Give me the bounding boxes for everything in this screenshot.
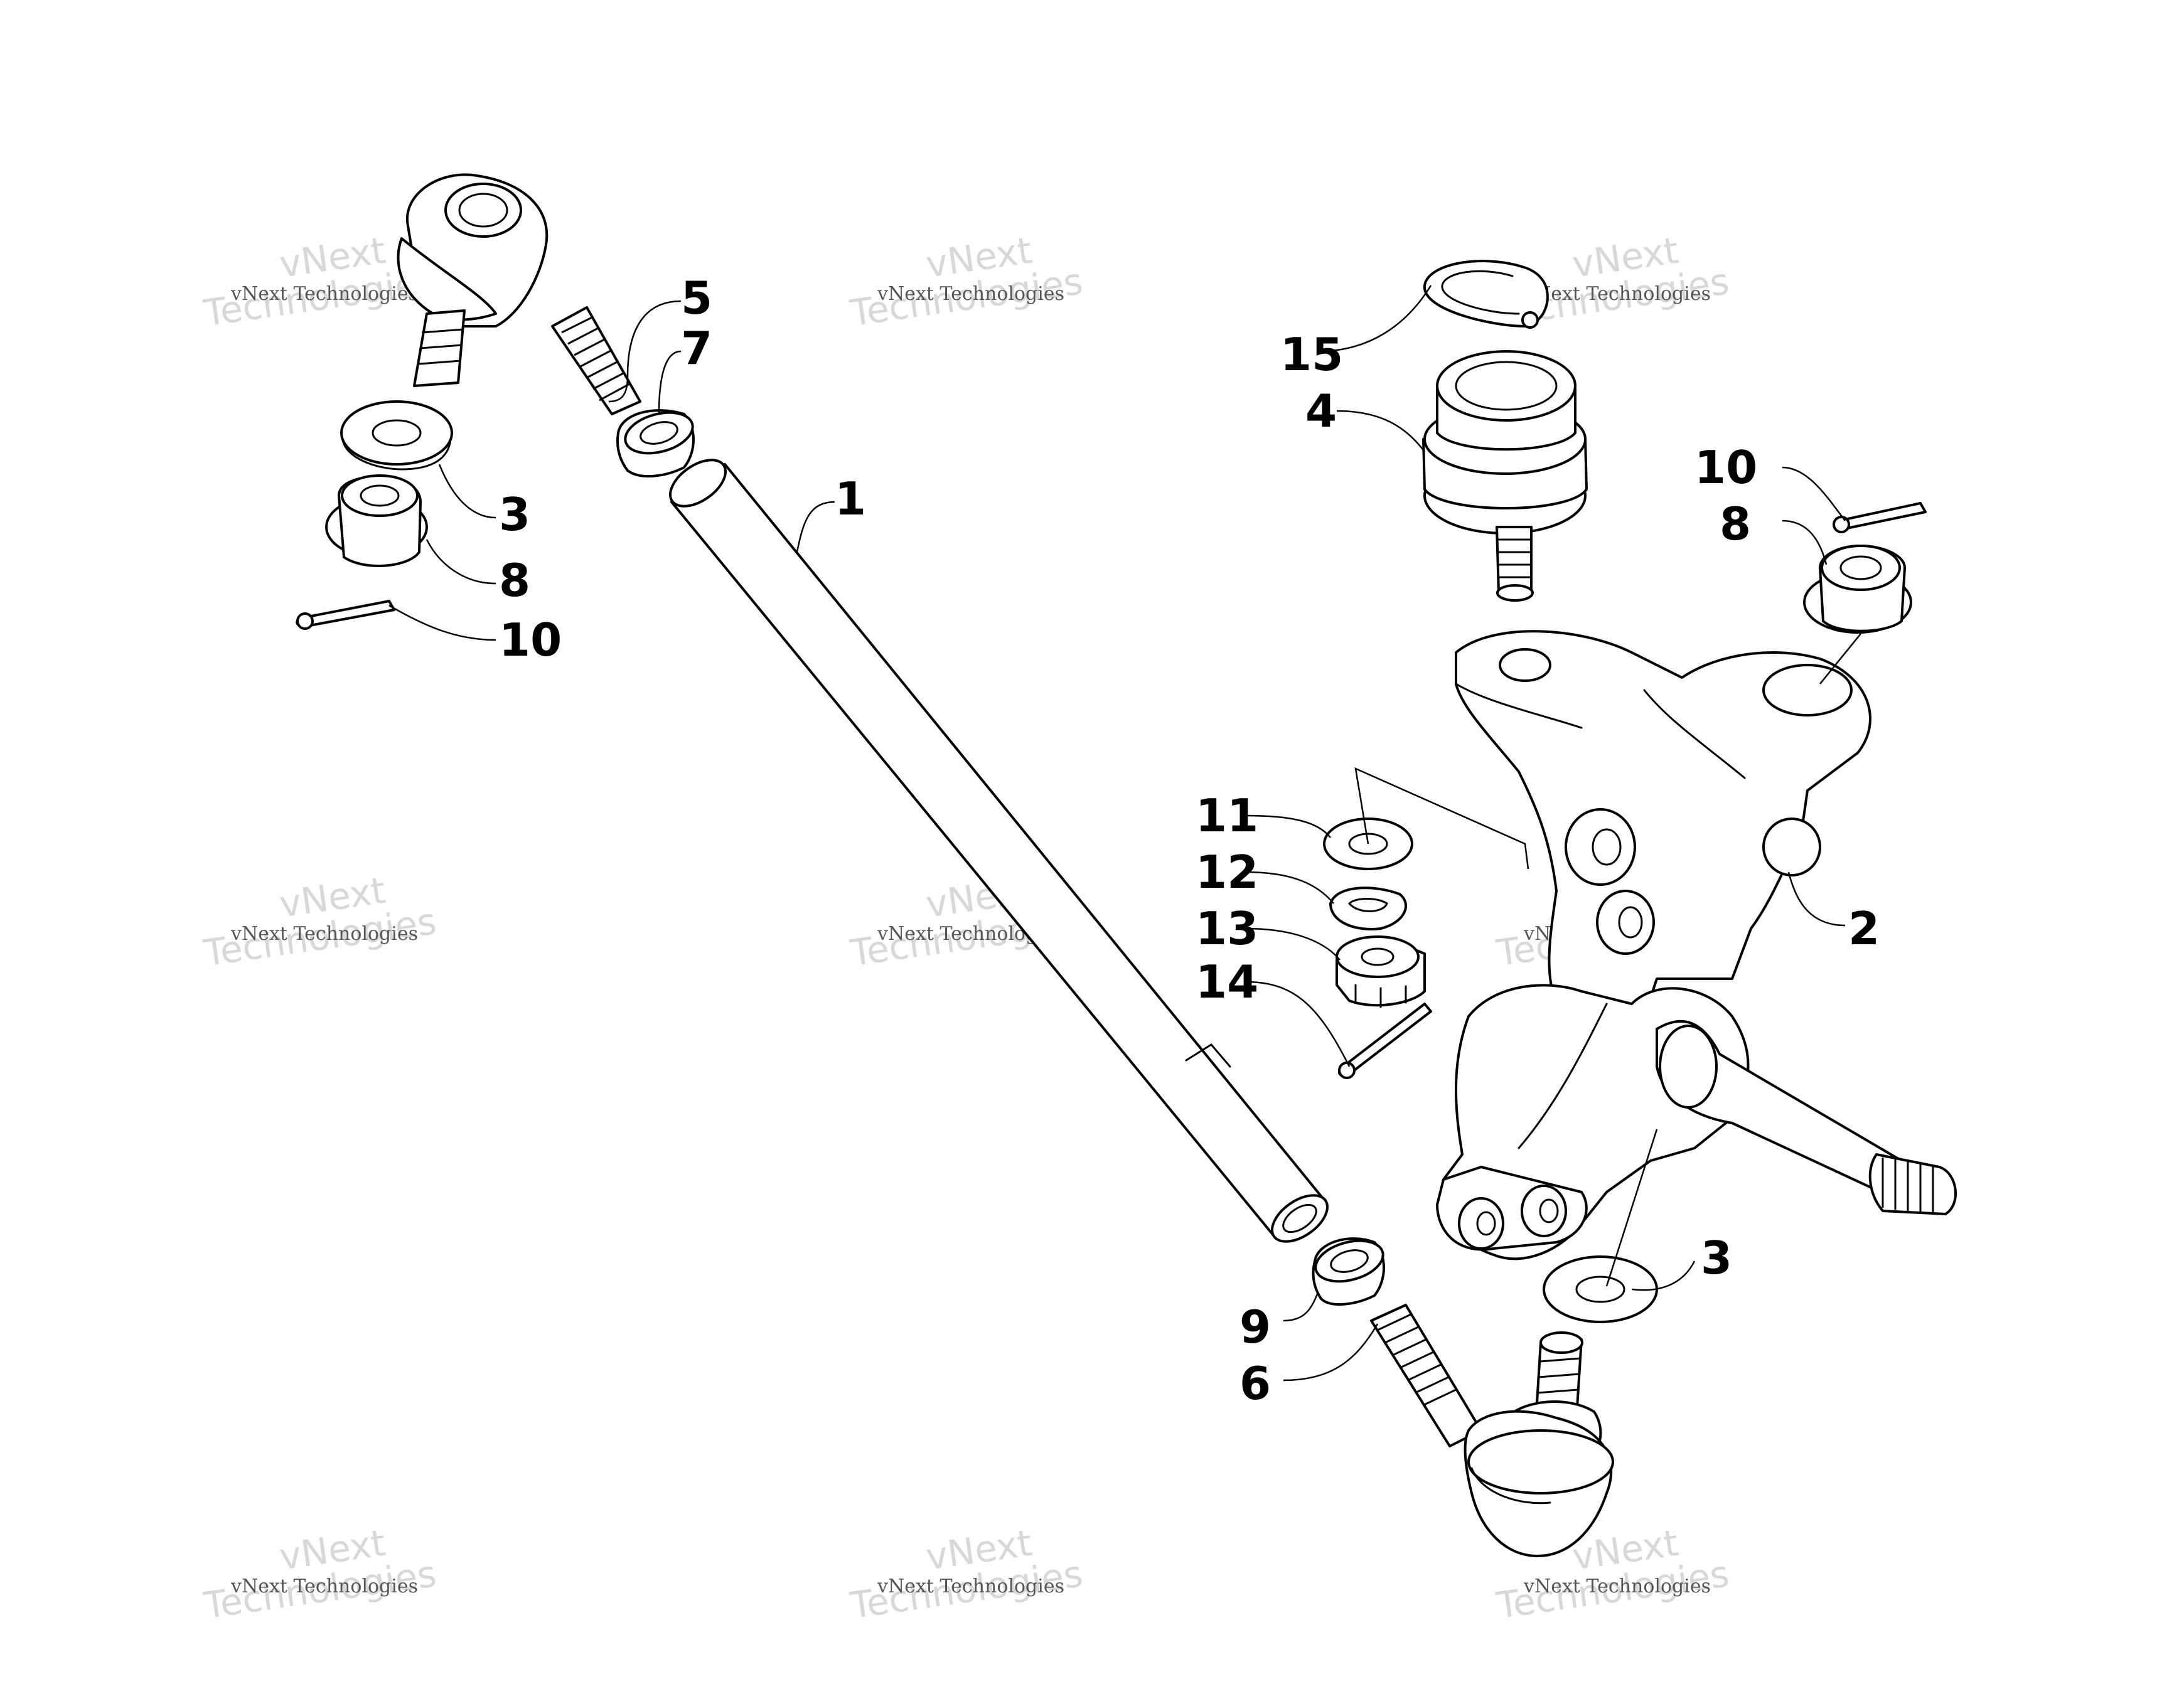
callout-13: 13	[1196, 902, 1258, 955]
callout-3-upper: 3	[499, 488, 530, 541]
callout-8-upper-left: 8	[499, 554, 530, 607]
callout-5: 5	[681, 272, 712, 324]
washer-upper-left	[340, 400, 453, 471]
cotter-pin-14	[1337, 1003, 1432, 1079]
watermark-text-r1c3: vNext Technologies	[1523, 283, 1711, 305]
watermark-r2c1: Technologies vNext	[201, 869, 439, 975]
flange-nut-upper-right	[1803, 545, 1912, 634]
tie-rod-end-lower	[1370, 1304, 1614, 1557]
tie-rod-end-upper	[397, 173, 641, 415]
callout-7: 7	[681, 322, 712, 375]
callout-15: 15	[1280, 328, 1343, 381]
callout-1: 1	[835, 472, 866, 525]
watermark-r3c1: Technologies vNext	[201, 1521, 439, 1627]
watermark-text-r3c2: vNext Technologies	[877, 1575, 1064, 1597]
flange-nut-upper-left	[325, 474, 428, 567]
watermark-text-r1c1: vNext Technologies	[230, 283, 418, 305]
watermark-text-r3c1: vNext Technologies	[230, 1575, 418, 1597]
callout-2: 2	[1848, 902, 1880, 955]
cotter-pin-upper-right	[1833, 502, 1927, 533]
steering-knuckle	[1436, 630, 1957, 1260]
callout-8-upper-right: 8	[1720, 498, 1751, 550]
callout-14: 14	[1196, 956, 1258, 1008]
jam-nut-upper	[616, 409, 695, 478]
callout-12: 12	[1196, 846, 1258, 898]
watermark-text-r3c3: vNext Technologies	[1523, 1575, 1711, 1597]
castle-nut-13	[1336, 935, 1426, 1008]
callout-4: 4	[1305, 385, 1337, 437]
callout-10-upper-left: 10	[499, 614, 562, 666]
callout-labels: 5 7 1 3 8 10 15 4 10 8 2 11 12 13 14 3 9…	[499, 272, 1880, 1410]
callout-9: 9	[1239, 1301, 1271, 1353]
retaining-ring	[1423, 260, 1549, 329]
callout-10-upper-right: 10	[1694, 441, 1757, 494]
watermark-text-r1c2: vNext Technologies	[877, 283, 1064, 305]
spring-washer-12	[1329, 887, 1407, 930]
ball-joint	[1422, 350, 1588, 602]
callout-6: 6	[1239, 1357, 1271, 1410]
washer-lower-right	[1543, 1255, 1658, 1323]
watermark-text-r2c1: vNext Technologies	[230, 923, 418, 945]
jam-nut-lower	[1312, 1237, 1385, 1306]
watermark-r1c2: Technologies vNext	[847, 229, 1085, 335]
leader-lines	[388, 285, 1861, 1382]
tie-rod-tube	[669, 459, 1329, 1243]
callout-3-lower: 3	[1701, 1232, 1732, 1284]
watermark-r3c2: Technologies vNext	[847, 1521, 1085, 1627]
callout-11: 11	[1196, 789, 1258, 842]
cotter-pin-upper-left	[296, 600, 395, 630]
